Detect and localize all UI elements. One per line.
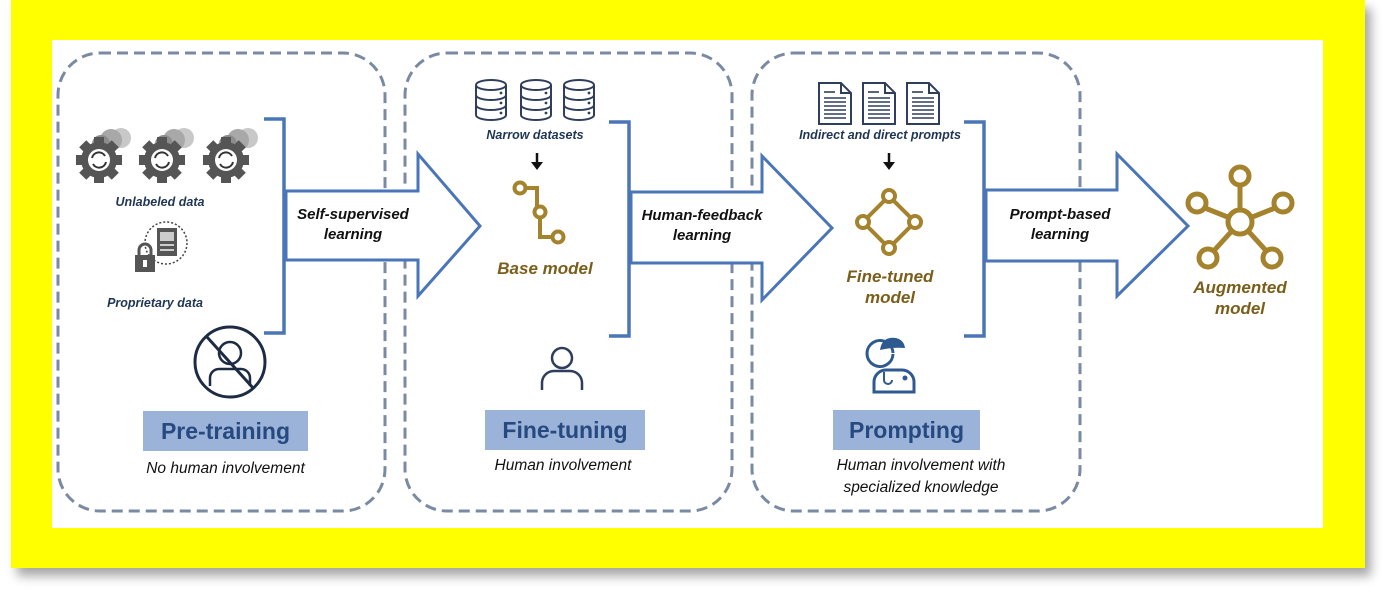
stage-label-pretraining: Pre-training [143,411,308,451]
base-model-label: Base model [497,259,593,278]
fine-tuned-model-label: Fine-tuned model [830,266,950,308]
document-icon [818,82,852,125]
bracket [964,120,986,338]
stage-panel-pretraining [56,51,387,513]
augmented-model-label: Augmented model [1175,277,1305,319]
down-arrow-icon [531,153,543,170]
stage-description-finetuning: Human involvement [494,457,632,474]
gear-cloud-icon [139,128,194,183]
arrow-label-self-supervised: Self-supervised learning [287,205,419,245]
base-model-icon [512,180,566,245]
arrow-shape [284,149,482,300]
description-line: specialized knowledge [843,479,999,496]
database-icon [563,79,595,121]
stage-description-pretraining: No human involvement [146,460,305,477]
narrow-datasets-label: Narrow datasets [486,128,584,142]
arrow-prompt-based [964,120,1191,338]
arrow-label-line: Human-feedback [641,207,763,224]
unlabeled-data-label: Unlabeled data [115,195,205,209]
stage-panel-finetuning [403,51,734,513]
model-label-line: Fine-tuned [846,267,934,286]
database-icons [475,79,595,121]
arrow-self-supervised [264,117,482,335]
arrow-label-line: learning [672,227,732,244]
fine-tuned-model-icon [855,188,923,256]
document-icon [862,82,896,125]
arrow-label-line: learning [1030,226,1090,243]
down-arrow-icon [883,153,895,170]
proprietary-data-label: Proprietary data [107,296,203,310]
arrow-label-line: Self-supervised [297,206,409,223]
stage-label-finetuning: Fine-tuning [485,410,645,450]
arrow-human-feedback [609,120,835,338]
arrow-label-line: Prompt-based [1009,206,1111,223]
prompts-label: Indirect and direct prompts [799,128,961,142]
arrow-shape [984,150,1191,300]
model-label-line: model [1214,299,1266,318]
model-label-line: model [864,288,916,307]
stage-description-prompting: Human involvement with specialized knowl… [796,455,1046,499]
network-hub-icon [1185,164,1295,270]
gear-cloud-icon [203,128,258,183]
stage-label-prompting: Prompting [833,410,980,450]
database-icon [475,79,507,121]
arrow-shape [629,152,835,304]
model-label-line: Augmented [1193,278,1287,297]
arrow-label-line: learning [323,226,383,243]
arrow-label-human-feedback: Human-feedback learning [632,206,772,246]
lock-data-icon [135,221,188,272]
bracket [264,117,286,335]
database-icon [520,79,552,121]
no-human-icon [193,325,267,399]
document-icons [818,82,940,125]
document-icon [906,82,940,125]
stage-panel-prompting [750,51,1082,513]
description-line: Human involvement with [836,457,1006,474]
bracket [609,120,631,338]
person-icon [540,346,584,390]
gear-cloud-icons [76,128,258,183]
arrow-label-prompt-based: Prompt-based learning [992,205,1128,245]
doctor-icon [865,337,916,394]
gear-cloud-icon [76,128,131,183]
